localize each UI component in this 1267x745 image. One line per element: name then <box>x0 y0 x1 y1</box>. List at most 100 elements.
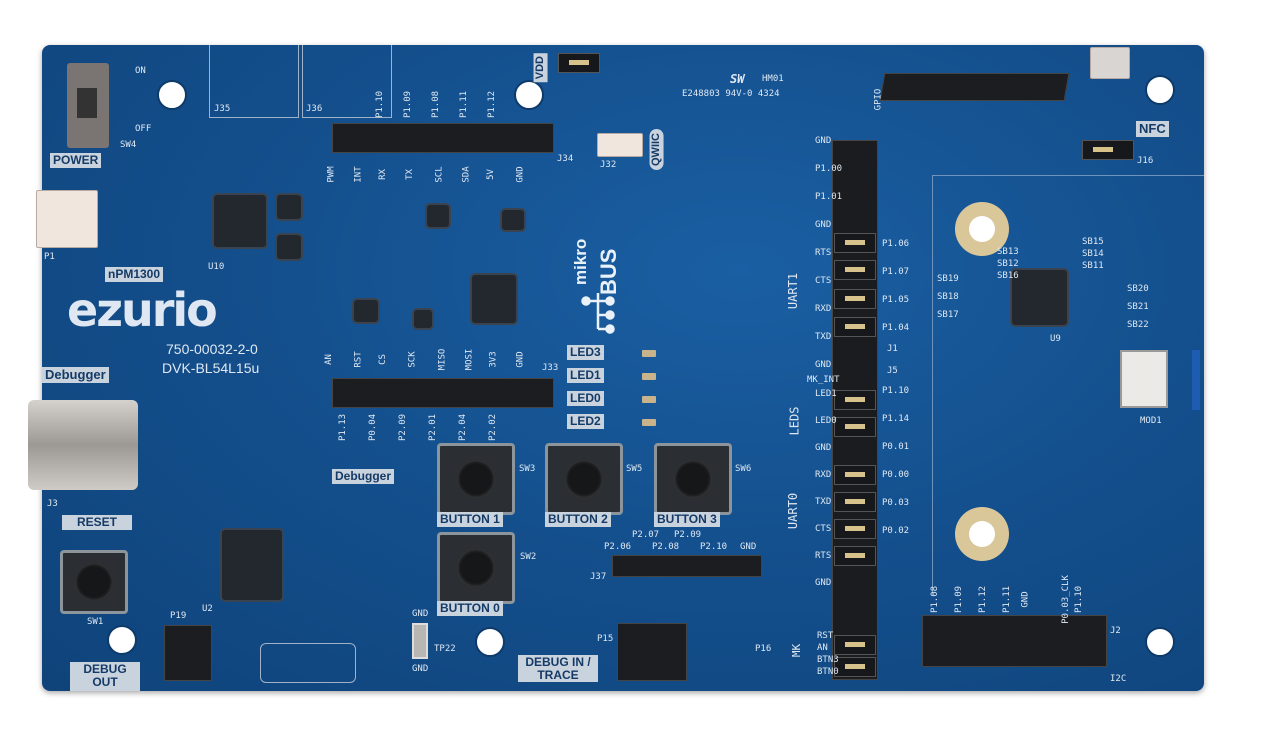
jumper-rxd0[interactable] <box>834 465 876 485</box>
header-pin-label: P1.07 <box>882 267 910 277</box>
gpio-header[interactable] <box>879 73 1070 101</box>
mikrobus-logo-icon <box>580 289 616 335</box>
tp-gnd-bottom: GND <box>412 664 429 674</box>
button-3-label: BUTTON 3 <box>654 512 720 527</box>
uart1-label: UART1 <box>786 272 801 310</box>
mikrobus-top-pin-label: TX <box>404 169 415 180</box>
led2 <box>642 419 656 426</box>
tp22-label: TP22 <box>434 644 456 654</box>
j2-label: J2 <box>1110 626 1121 636</box>
solder-bridge-label: SB14 <box>1082 249 1104 259</box>
solder-bridge-label: SB12 <box>997 259 1019 269</box>
u10-label: U10 <box>208 262 225 272</box>
j32-label: J32 <box>600 160 617 170</box>
mikrobus-bottom-pin-label: CS <box>377 354 388 365</box>
reset-button[interactable] <box>60 550 128 614</box>
solder-bridge-label: SB13 <box>997 247 1019 257</box>
mikrobus-bottom-port-label: P2.09 <box>398 413 409 442</box>
i2c-pin-label: P1.08 <box>930 585 941 614</box>
power-switch[interactable] <box>67 63 109 148</box>
header-pin-label: P0.00 <box>882 470 910 480</box>
mounting-ring <box>955 507 1009 561</box>
uart1-pin-label: RXD <box>815 304 832 314</box>
button-2[interactable] <box>545 443 623 515</box>
npm1300-label: nPM1300 <box>105 267 164 282</box>
button-1-label: BUTTON 1 <box>437 512 503 527</box>
button-1[interactable] <box>437 443 515 515</box>
jumper-cts0[interactable] <box>834 519 876 539</box>
button-0-label: BUTTON 0 <box>437 601 503 616</box>
i2c-pin-label: P1.09 <box>954 585 965 614</box>
mikrobus-bottom-pin-label: 3V3 <box>488 351 499 368</box>
uart1-pin-label: TXD <box>815 332 832 342</box>
j37-pin-label: P2.06 <box>604 542 632 552</box>
jumper-rxd[interactable] <box>834 289 876 309</box>
uart0-pin-label: LED1 <box>815 389 837 399</box>
mikrobus-bottom-pin-label: MISO <box>437 348 448 371</box>
i2c-pin-label: P1.12 <box>978 585 989 614</box>
uart0-pin-label: CTS <box>815 524 832 534</box>
mikrobus-bottom-port-label: P1.13 <box>338 413 349 442</box>
solder-bridge-label: SB16 <box>997 271 1019 281</box>
bl54l15u-module <box>1120 350 1168 408</box>
gpio-label: GPIO <box>873 88 884 111</box>
solder-bridge-label: SB21 <box>1127 302 1149 312</box>
qwiic-label: QWIIC <box>650 129 664 170</box>
antenna <box>1192 350 1200 410</box>
mikrobus-header-top[interactable] <box>332 123 554 153</box>
p15-trace-header[interactable] <box>617 623 687 681</box>
mk-pin-label: RST <box>817 631 834 641</box>
mk-pin-label: AN <box>817 643 828 653</box>
uart1-pin-label: CTS <box>815 276 832 286</box>
j2-i2c-header[interactable] <box>922 615 1107 667</box>
header-pin-label: P0.01 <box>882 442 910 452</box>
j35-footprint <box>209 45 299 118</box>
jumper-txd[interactable] <box>834 317 876 337</box>
led0-label: LED0 <box>567 391 604 406</box>
mikrobus-bottom-port-label: P2.02 <box>488 413 499 442</box>
jumper-rts[interactable] <box>834 233 876 253</box>
mikrobus-bottom-port-label: P0.04 <box>368 413 379 442</box>
sw2-label: SW2 <box>520 552 537 562</box>
mikrobus-top-pin-label: SDA <box>461 166 472 183</box>
p19-label: P19 <box>170 611 187 621</box>
debug-mcu-chip <box>222 530 282 600</box>
header-pin-label: P1.04 <box>882 323 910 333</box>
button-0[interactable] <box>437 532 515 604</box>
p19-debug-header[interactable] <box>164 625 212 681</box>
jumper-rts0[interactable] <box>834 546 876 566</box>
nfc-jumper-j16[interactable] <box>1082 140 1134 160</box>
mikrobus-top-port-label: P1.12 <box>487 90 498 119</box>
button-2-label: BUTTON 2 <box>545 512 611 527</box>
uart0-pin-label: RTS <box>815 551 832 561</box>
uart1-pin-label: GND <box>815 136 832 146</box>
mikrobus-bottom-port-label: P2.01 <box>428 413 439 442</box>
uart0-pin-label: RXD <box>815 470 832 480</box>
mikrobus-header-bottom[interactable] <box>332 378 554 408</box>
jumper-txd0[interactable] <box>834 492 876 512</box>
j1-j5-pin-header[interactable] <box>832 140 878 680</box>
usb-c-connector[interactable] <box>28 400 138 490</box>
tag-connect-footprint <box>260 643 356 683</box>
vdd-jumper[interactable] <box>558 53 600 73</box>
leds-label: LEDS <box>787 406 802 436</box>
mikrobus-top-port-label: P1.09 <box>403 90 414 119</box>
jumper-an[interactable] <box>834 635 876 655</box>
j36-label: J36 <box>306 104 323 114</box>
mod1-label: MOD1 <box>1140 416 1162 426</box>
header-pin-label: P1.14 <box>882 414 910 424</box>
j37-label: J37 <box>590 572 607 582</box>
switch-on-label: ON <box>135 66 146 76</box>
jumper-led1[interactable] <box>834 390 876 410</box>
jumper-led0[interactable] <box>834 417 876 437</box>
vdd-label: VDD <box>534 53 548 83</box>
solder-bridge-label: SB22 <box>1127 320 1149 330</box>
jumper-btn[interactable] <box>834 657 876 677</box>
uart1-pin-label: P1.00 <box>815 164 843 174</box>
jumper-cts[interactable] <box>834 260 876 280</box>
j16-label: J16 <box>1137 156 1154 166</box>
mikrobus-top-pin-label: RX <box>377 169 388 180</box>
uart0-label: UART0 <box>786 492 801 530</box>
j37-header[interactable] <box>612 555 762 577</box>
button-3[interactable] <box>654 443 732 515</box>
